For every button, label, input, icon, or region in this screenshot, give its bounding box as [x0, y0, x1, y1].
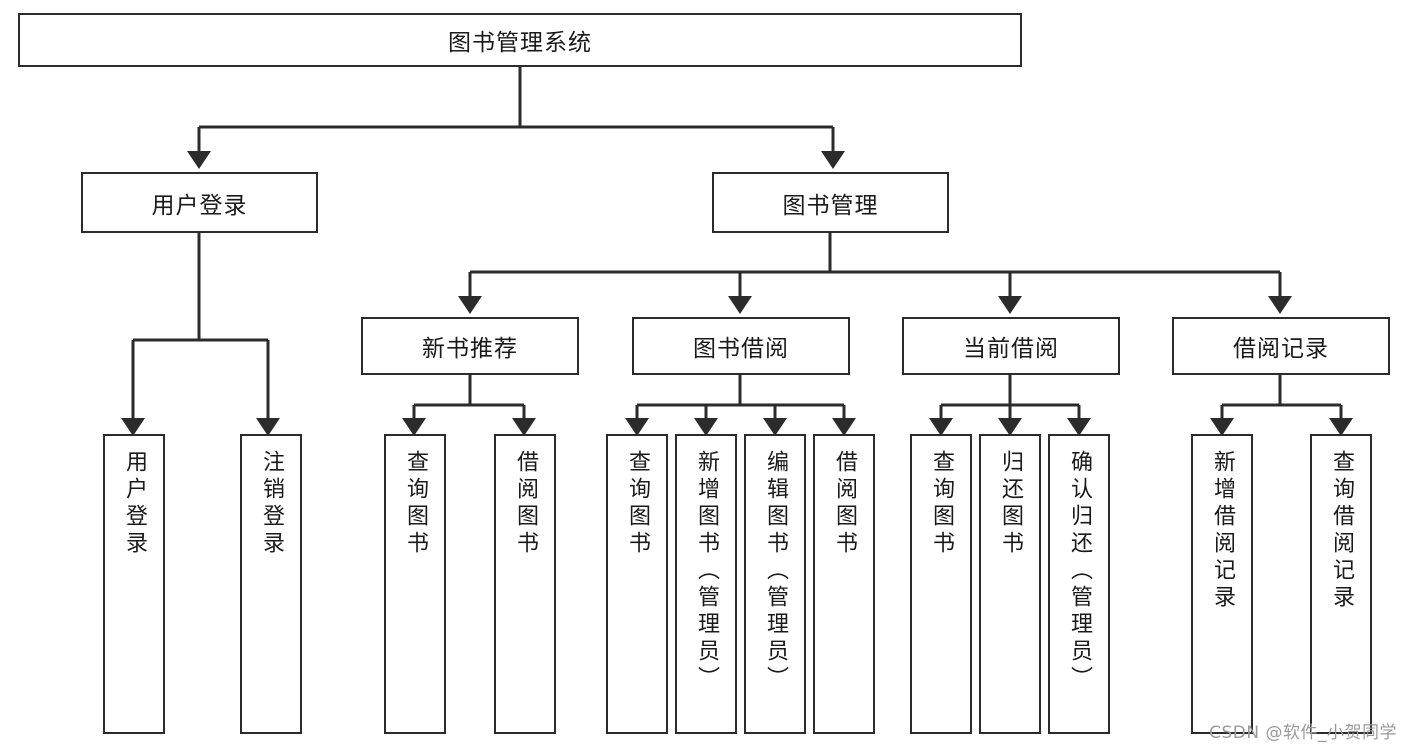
node-new-book-recommend-label: 新书推荐 — [422, 336, 518, 362]
leaf-add-borrow-record-label: 新增借阅记录 — [1210, 450, 1235, 612]
leaf-edit-book-admin-label: 编辑图书（管理员） — [763, 450, 788, 693]
leaf-query-book-current[interactable]: 查询图书 — [910, 434, 972, 734]
leaf-query-book-recommend-label: 查询图书 — [403, 450, 428, 558]
leaf-user-login[interactable]: 用户登录 — [103, 434, 165, 734]
node-book-management[interactable]: 图书管理 — [712, 172, 949, 233]
node-borrow-record-label: 借阅记录 — [1233, 336, 1329, 362]
node-user-login-label: 用户登录 — [151, 192, 248, 219]
leaf-logout-label: 注销登录 — [259, 450, 284, 558]
node-book-management-label: 图书管理 — [782, 192, 879, 219]
leaf-edit-book-admin[interactable]: 编辑图书（管理员） — [744, 434, 806, 734]
leaf-borrow-book[interactable]: 借阅图书 — [813, 434, 875, 734]
node-new-book-recommend[interactable]: 新书推荐 — [361, 317, 579, 375]
leaf-confirm-return-admin[interactable]: 确认归还（管理员） — [1048, 434, 1110, 734]
leaf-borrow-book-recommend[interactable]: 借阅图书 — [494, 434, 556, 734]
node-current-borrow[interactable]: 当前借阅 — [902, 317, 1120, 375]
leaf-add-book-admin[interactable]: 新增图书（管理员） — [675, 434, 737, 734]
node-book-borrow[interactable]: 图书借阅 — [632, 317, 850, 375]
leaf-query-borrow-record-label: 查询借阅记录 — [1329, 450, 1354, 612]
leaf-query-book-borrow[interactable]: 查询图书 — [606, 434, 668, 734]
leaf-borrow-book-recommend-label: 借阅图书 — [513, 450, 538, 558]
leaf-query-book-recommend[interactable]: 查询图书 — [384, 434, 446, 734]
node-borrow-record[interactable]: 借阅记录 — [1172, 317, 1390, 375]
leaf-add-borrow-record[interactable]: 新增借阅记录 — [1191, 434, 1253, 734]
leaf-confirm-return-admin-label: 确认归还（管理员） — [1067, 450, 1092, 693]
leaf-query-book-current-label: 查询图书 — [929, 450, 954, 558]
leaf-user-login-label: 用户登录 — [122, 450, 147, 558]
leaf-return-book[interactable]: 归还图书 — [979, 434, 1041, 734]
node-root-label: 图书管理系统 — [448, 30, 592, 56]
node-user-login[interactable]: 用户登录 — [81, 172, 318, 233]
leaf-query-book-borrow-label: 查询图书 — [625, 450, 650, 558]
node-book-borrow-label: 图书借阅 — [693, 336, 789, 362]
node-current-borrow-label: 当前借阅 — [963, 336, 1059, 362]
watermark: CSDN @软件_小贺同学 — [1209, 723, 1397, 743]
leaf-logout[interactable]: 注销登录 — [240, 434, 302, 734]
leaf-add-book-admin-label: 新增图书（管理员） — [694, 450, 719, 693]
node-root[interactable]: 图书管理系统 — [18, 13, 1022, 67]
leaf-query-borrow-record[interactable]: 查询借阅记录 — [1310, 434, 1372, 734]
leaf-return-book-label: 归还图书 — [998, 450, 1023, 558]
leaf-borrow-book-label: 借阅图书 — [832, 450, 857, 558]
